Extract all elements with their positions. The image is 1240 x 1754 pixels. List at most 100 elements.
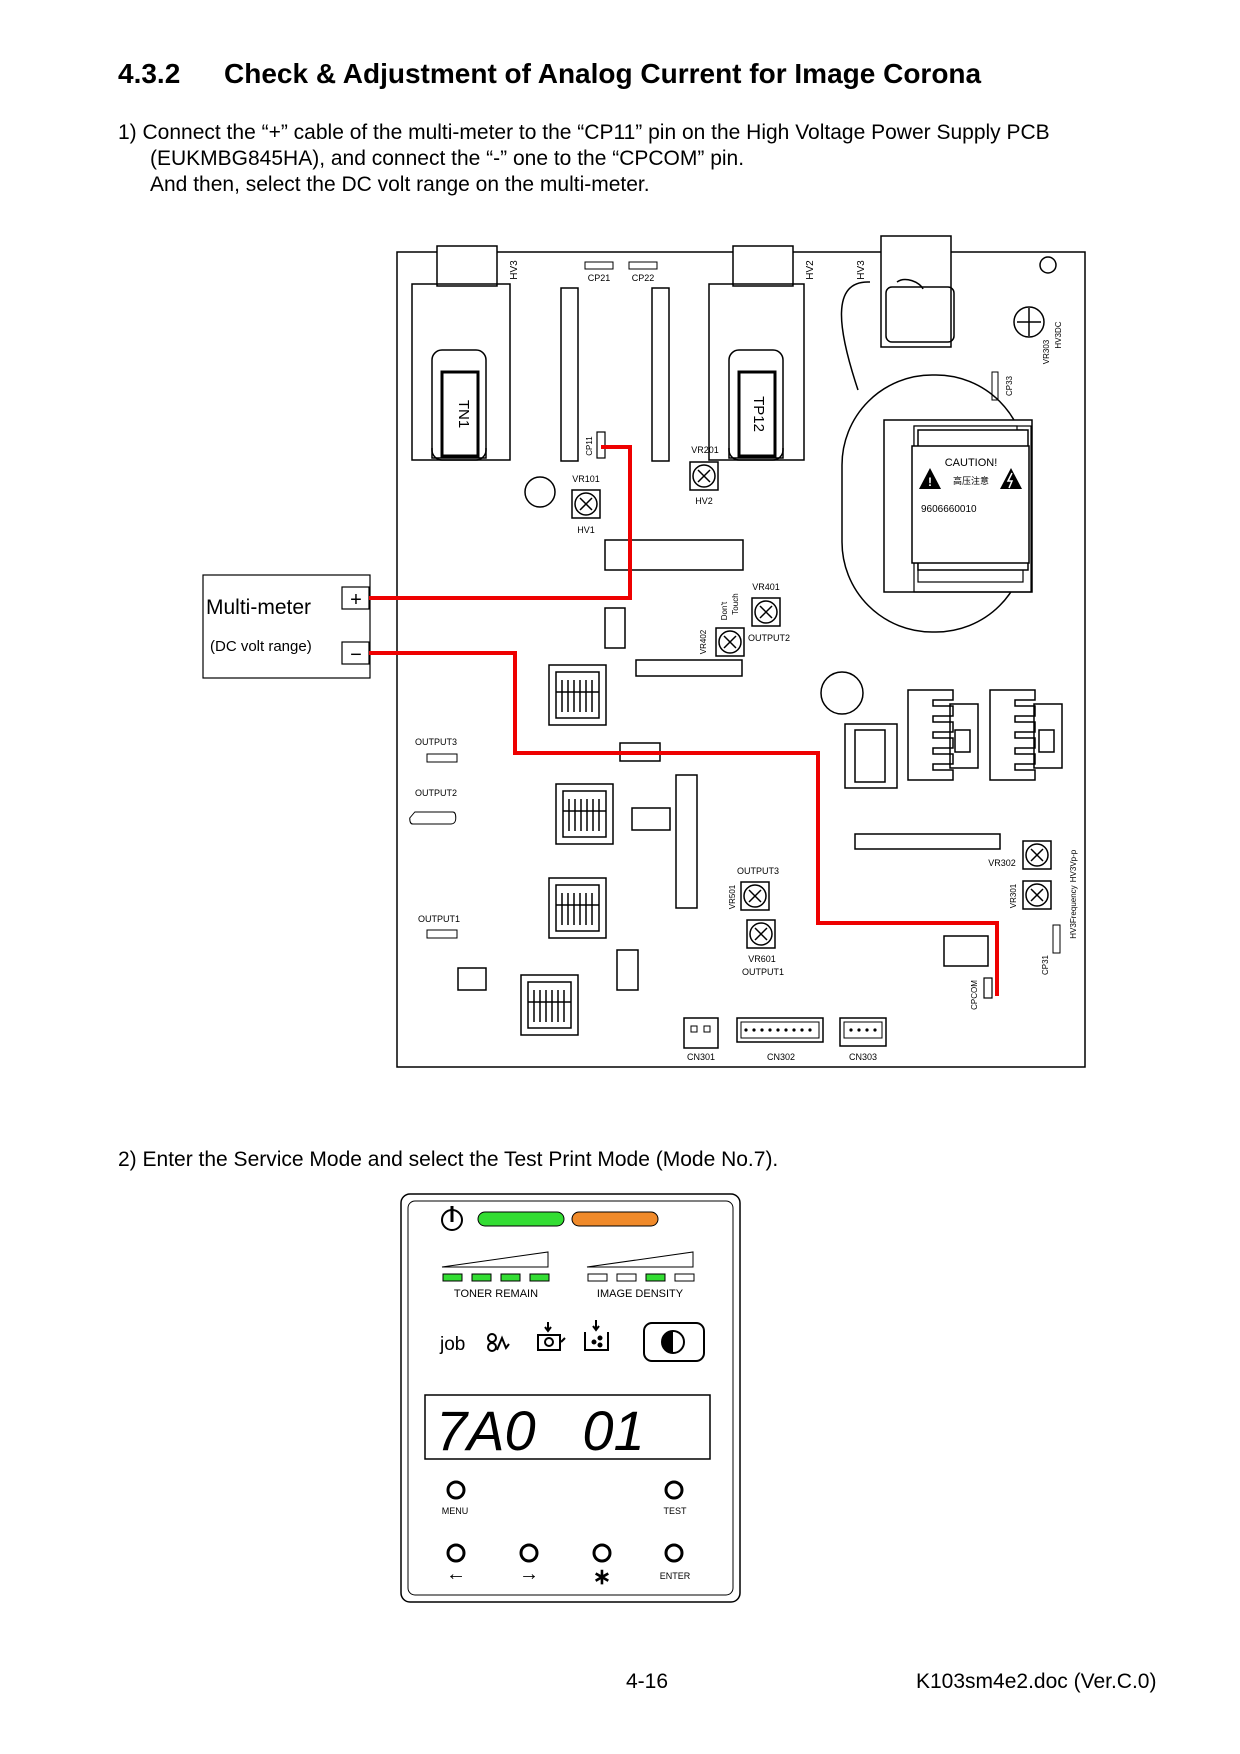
- cp33-label: CP33: [1005, 375, 1014, 396]
- hv3freq-label: HV3Frequency: [1069, 885, 1078, 938]
- cn301-connector: [683, 1017, 719, 1049]
- menu-button[interactable]: [446, 1480, 466, 1500]
- enter-label: ENTER: [660, 1571, 691, 1581]
- plus-sign: +: [350, 589, 362, 611]
- right-arrow-button[interactable]: [519, 1543, 539, 1563]
- vr301-label: VR301: [1009, 883, 1018, 908]
- hv3-right-label: HV3: [856, 260, 867, 280]
- hv3vpp-label: HV3Vp-p: [1069, 849, 1078, 882]
- toner-cartridge-icon: [537, 1322, 566, 1351]
- step-1-instructions: 1) Connect the “+” cable of the multi-me…: [118, 120, 1178, 198]
- vr501-pot: [740, 881, 770, 911]
- cp11-label: CP11: [585, 436, 594, 456]
- negative-wire: [369, 651, 999, 996]
- error-indicator: [571, 1211, 659, 1227]
- step-2-instructions: 2) Enter the Service Mode and select the…: [118, 1148, 779, 1171]
- tn1-label: TN1: [455, 400, 472, 428]
- hv1-label: HV1: [577, 525, 595, 535]
- right-arrow-label: →: [519, 1563, 539, 1585]
- lcd-display: [424, 1394, 711, 1460]
- cpcom-pin: [983, 977, 993, 999]
- step-1-line-1: 1) Connect the “+” cable of the multi-me…: [118, 121, 1050, 144]
- cn302-label: CN302: [767, 1052, 795, 1062]
- panel-inner-frame: [407, 1200, 734, 1596]
- part-number-label: 9606660010: [921, 504, 977, 515]
- multimeter-range: (DC volt range): [210, 638, 312, 655]
- output1-left-label: OUTPUT1: [418, 914, 460, 924]
- vr201-label: VR201: [691, 445, 719, 455]
- cp21-label: CP21: [588, 273, 611, 283]
- enter-button[interactable]: [664, 1543, 684, 1563]
- toner-remain-indicator: [441, 1251, 550, 1282]
- touch-label: Touch: [731, 593, 740, 614]
- step-1-line-2: (EUKMBG845HA), and connect the “-” one t…: [150, 147, 745, 170]
- ready-indicator: [477, 1211, 565, 1227]
- caution-chinese-label: 高压注意: [953, 475, 989, 486]
- output3-left-label: OUTPUT3: [415, 737, 457, 747]
- hv-connector-middle: [708, 245, 805, 461]
- waste-toner-icon: [584, 1320, 609, 1351]
- vr402-label: VR402: [699, 629, 708, 654]
- dont-label: Don't: [720, 601, 729, 620]
- vr201-pot: [689, 461, 719, 491]
- step-1-line-3: And then, select the DC volt range on th…: [150, 173, 650, 196]
- vr301-pot: [1022, 880, 1052, 910]
- vr402-pot: [715, 627, 745, 657]
- test-button[interactable]: [664, 1480, 684, 1500]
- multimeter-title: Multi-meter: [206, 596, 311, 619]
- section-title: Check & Adjustment of Analog Current for…: [224, 58, 982, 89]
- vr101-pot: [571, 489, 601, 519]
- pcb-wiring-diagram: TN1 HV3 CP21 CP22 CP11 TP12 HV2 HV3 !: [202, 235, 1086, 1068]
- star-button[interactable]: [592, 1543, 612, 1563]
- hv-transformer: !: [840, 235, 1033, 633]
- star-label: ∗: [593, 1564, 611, 1589]
- cp31-label: CP31: [1041, 954, 1050, 975]
- toner-remain-label: TONER REMAIN: [454, 1288, 538, 1300]
- hv2-label: HV2: [805, 260, 816, 280]
- hv3dc-label: HV3DC: [1054, 321, 1063, 348]
- hv-connector-left: [411, 245, 511, 461]
- output2-left-label: OUTPUT2: [415, 788, 457, 798]
- caution-label: CAUTION!: [945, 457, 998, 469]
- left-arrow-button[interactable]: [446, 1543, 466, 1563]
- test-label: TEST: [663, 1506, 687, 1516]
- output3-mid-label: OUTPUT3: [737, 866, 779, 876]
- page-number: 4-16: [626, 1670, 669, 1693]
- vr601-pot: [746, 919, 776, 949]
- document-id: K103sm4e2.doc (Ver.C.0): [916, 1670, 1157, 1693]
- vr601-label: VR601: [748, 954, 776, 964]
- power-icon: [441, 1206, 463, 1231]
- cpcom-label: CPCOM: [970, 980, 979, 1010]
- vr303-label: VR303: [1042, 339, 1051, 364]
- image-density-label: IMAGE DENSITY: [597, 1288, 684, 1300]
- hv2-vr-label: HV2: [695, 496, 713, 506]
- hv3-left-label: HV3: [509, 260, 520, 280]
- cn303-connector: [839, 1017, 887, 1047]
- tp12-label: TP12: [750, 396, 767, 432]
- cn301-label: CN301: [687, 1052, 715, 1062]
- output1-mid-label: OUTPUT1: [742, 967, 784, 977]
- vr303-pot: [1013, 306, 1045, 338]
- minus-sign: −: [350, 644, 362, 666]
- cp22-label: CP22: [632, 273, 655, 283]
- vr401-pot: [751, 597, 781, 627]
- service-wrench-icon: [487, 1333, 510, 1352]
- vr501-label: VR501: [728, 884, 737, 909]
- cn302-connector: [736, 1017, 824, 1043]
- output2-vr-label: OUTPUT2: [748, 633, 790, 643]
- menu-label: MENU: [442, 1506, 469, 1516]
- vr302-pot: [1022, 840, 1052, 870]
- positive-wire: [369, 445, 632, 600]
- image-density-indicator: [586, 1251, 695, 1282]
- svg-text:!: !: [928, 475, 932, 489]
- operation-panel-diagram: TONER REMAIN IMAGE DENSITY job 7A0 01 ME…: [400, 1193, 741, 1603]
- section-number: 4.3.2: [118, 58, 181, 89]
- job-label: job: [439, 1334, 465, 1355]
- vr302-label: VR302: [988, 858, 1016, 868]
- vr101-label: VR101: [572, 474, 600, 484]
- vr401-label: VR401: [752, 582, 780, 592]
- display-readout: 7A0 01: [436, 1399, 645, 1462]
- contrast-icon: [661, 1330, 685, 1354]
- left-arrow-label: ←: [446, 1563, 466, 1585]
- cn303-label: CN303: [849, 1052, 877, 1062]
